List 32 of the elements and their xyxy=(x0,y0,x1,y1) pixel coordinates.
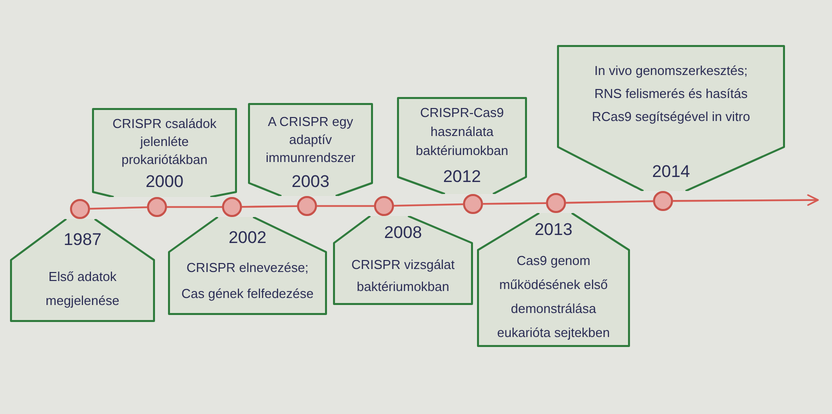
pentagon-callout xyxy=(248,103,373,196)
event-description: CRISPR elnevezése; Cas gének felfedezése xyxy=(181,260,314,301)
pentagon-callout xyxy=(397,97,527,194)
year-label: 2000 xyxy=(146,172,184,191)
event-description: Cas9 genom működésének első demonstrálása eukarióta sejtekben xyxy=(497,253,610,340)
year-label: 2014 xyxy=(652,162,690,181)
timeline-arrow xyxy=(673,194,819,206)
year-label: 2013 xyxy=(534,220,572,239)
pentagon-callout xyxy=(477,213,630,347)
timeline-line xyxy=(242,205,298,208)
year-label: 2008 xyxy=(384,223,422,242)
pentagon-callout xyxy=(92,108,237,197)
pentagon-callout xyxy=(557,45,785,191)
timeline-line xyxy=(167,206,222,208)
pentagon-callout xyxy=(10,219,155,322)
year-label: 2003 xyxy=(292,172,330,191)
year-label: 2012 xyxy=(443,167,481,186)
event-description: In vivo genomszerkesztés; RNS felismerés és hasítás RCas9 segítségével in vitro xyxy=(592,63,750,124)
year-label: 1987 xyxy=(64,230,102,249)
event-description: A CRISPR egy adaptív immunrendszer xyxy=(266,114,356,165)
event-description: CRISPR vizsgálat baktériumokban xyxy=(351,257,455,294)
timeline-line xyxy=(482,202,546,205)
pentagon-callout xyxy=(333,216,473,305)
timeline-line xyxy=(90,206,148,210)
event-description: CRISPR-Cas9 használata baktériumokban xyxy=(416,105,508,158)
timeline-line xyxy=(317,205,374,207)
pentagon-callout xyxy=(168,217,327,315)
event-description: CRISPR családok jelenléte prokariótákban xyxy=(112,116,217,167)
year-label: 2002 xyxy=(228,228,266,247)
timeline-line xyxy=(394,203,464,207)
event-description: Első adatok megjelenése xyxy=(46,269,120,308)
timeline-line xyxy=(566,200,654,204)
